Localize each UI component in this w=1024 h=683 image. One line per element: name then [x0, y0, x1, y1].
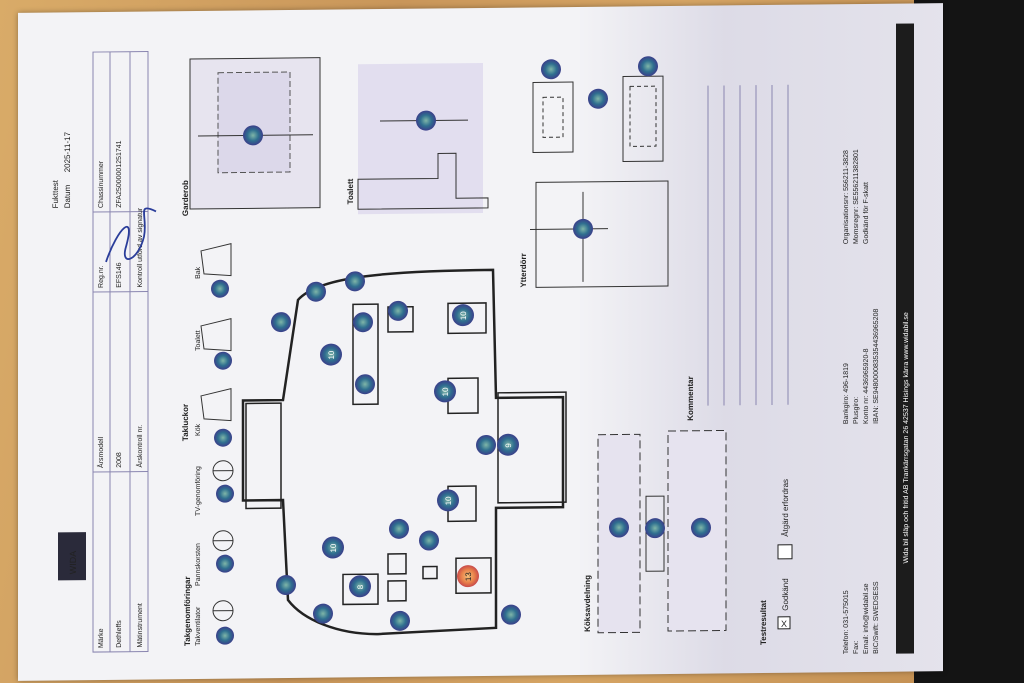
testresultat-heading: Testresultat [759, 600, 768, 645]
takgenomforingar-heading: Takgenomföringar [183, 576, 192, 646]
arskontroll-label: Årskontroll nr. [135, 425, 144, 468]
footer-plusgiro: Plusgiro: [853, 397, 860, 424]
reading-marker-9 [497, 433, 519, 456]
footer-telefon: Telefon: 031-575015 [843, 590, 850, 654]
reading-10d: 10 [444, 496, 453, 506]
reading-10c: 10 [441, 387, 450, 397]
reading-13: 13 [464, 572, 473, 582]
fixture-diagrams [532, 75, 664, 163]
marke-value: Dethleffs [116, 620, 123, 648]
footer-fskatt: Godkänd för F-skatt [863, 182, 870, 244]
reading-10e: 10 [329, 543, 338, 553]
signature [105, 207, 157, 263]
footer-bic: BIC/Swift: SWEDSESS [873, 581, 880, 654]
atgard-checkbox[interactable] [777, 544, 793, 560]
regnr-value: EFS146 [116, 262, 123, 287]
toalett-diagram [357, 62, 489, 215]
godkand-label: Godkänd [781, 578, 790, 611]
toalett-heading: Toalett [346, 178, 355, 204]
marke-label: Märke [98, 628, 105, 648]
form-title: Fukttest [51, 179, 60, 208]
reading-10a: 10 [327, 350, 336, 360]
reading-marker-8 [349, 575, 371, 598]
moisture-markers [211, 56, 711, 645]
reading-marker-10b [452, 304, 474, 327]
form-drawing: WIDA Märke Dethleffs Mätinstrument Årsmo… [51, 23, 914, 654]
datum-label: Datum [63, 184, 72, 208]
datum-value: 2025-11-17 [63, 131, 72, 172]
godkand-mark: X [781, 619, 787, 629]
takluckor-heading: Takluckor [181, 404, 190, 441]
document-sheet: WIDA Märke Dethleffs Mätinstrument Årsmo… [18, 3, 943, 681]
footer-fax: Fax: [853, 640, 860, 654]
footer-bar [896, 23, 914, 654]
kommentar-lines [707, 84, 789, 406]
atgard-label: Åtgärd erfordras [781, 479, 790, 537]
arsmodell-label: Årsmodell [96, 436, 105, 468]
footer-email: Email: info@widabil.se [863, 583, 870, 654]
pannskorsten-label: Pannskorsten [195, 543, 202, 586]
reading-marker-13 [457, 565, 479, 588]
matinstrument-label: Mätinstrument [137, 603, 144, 647]
roof-vent-icons [200, 242, 234, 622]
takventilator-label: Takventilator [195, 606, 202, 646]
footer-iban: IBAN: SE9480000835354436965208 [873, 308, 880, 423]
reading-labels: 10 10 10 9 10 10 8 13 [327, 311, 513, 590]
footer-orgnr: Organisationsnr: 556211-3828 [843, 150, 850, 244]
sink-outline [645, 495, 665, 572]
footer-bar-text: Wida bil släp och fritid AB Trankärrsgat… [903, 312, 910, 564]
tv-genomforing-label: TV-genomföring [195, 466, 202, 516]
bak-label: Bak [195, 266, 202, 279]
toalett-lucka-label: Toalett [195, 330, 202, 351]
logo-text: WIDA [68, 551, 78, 575]
kommentar-heading: Kommentar [686, 376, 695, 421]
reading-marker-10d [437, 489, 459, 512]
ytterdorr-heading: Ytterdörr [519, 253, 528, 287]
godkand-checkbox[interactable] [777, 616, 791, 630]
reading-9: 9 [504, 443, 513, 448]
reading-marker-10c [434, 380, 456, 403]
garderob-heading: Garderob [181, 180, 190, 216]
arsmodell-value: 2008 [116, 452, 123, 468]
reading-8: 8 [356, 584, 365, 589]
kok-label: Kök [195, 423, 202, 436]
footer-konto: Konto nr: 4436965920-8 [863, 348, 870, 424]
header-table: WIDA [58, 50, 149, 653]
koksavdelning-heading: Köksavdelning [583, 575, 592, 632]
footer-bankgiro: Bankgiro: 496-1819 [843, 363, 850, 424]
ytterdorr-diagram [530, 180, 669, 288]
wida-logo [58, 532, 86, 581]
reading-marker-10a [320, 343, 342, 366]
reading-10b: 10 [459, 311, 468, 321]
regnr-label: Reg.nr. [98, 265, 105, 288]
reading-marker-10e [322, 536, 344, 559]
chassinummer-value: ZFA2500000125174​1 [116, 140, 123, 208]
chassinummer-label: Chassinummer [98, 160, 105, 208]
footer-momsreg: Momsregnr: SE556211382801 [853, 149, 860, 244]
